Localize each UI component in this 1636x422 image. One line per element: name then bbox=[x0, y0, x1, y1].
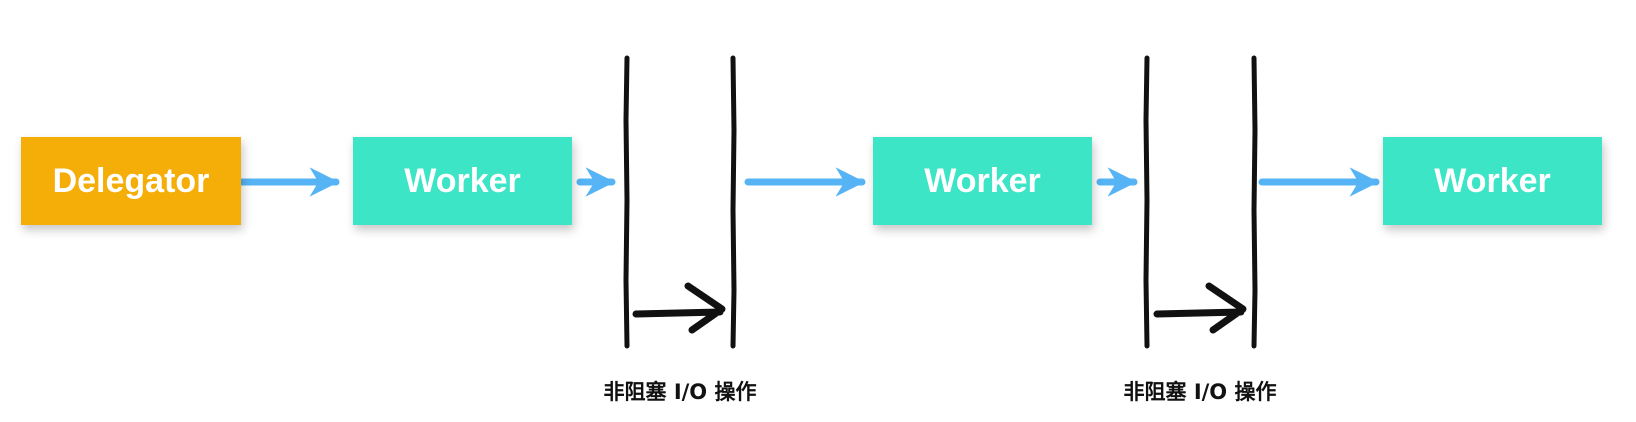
io-block-1-arrow-icon bbox=[632, 282, 726, 334]
worker-label: Worker bbox=[924, 161, 1041, 200]
io-block-2 bbox=[1143, 55, 1258, 349]
worker-label: Worker bbox=[1434, 161, 1551, 200]
delegator-label: Delegator bbox=[52, 161, 210, 200]
io-block-1-caption: 非阻塞 I/O 操作 bbox=[603, 380, 757, 404]
io-block-2-right-wall bbox=[1251, 55, 1258, 349]
io-block-1-left-wall bbox=[623, 55, 630, 349]
io-block-2-left-wall bbox=[1143, 55, 1150, 349]
io-block-1-right-wall bbox=[730, 55, 737, 349]
io-block-1 bbox=[623, 55, 737, 349]
io-block-2-arrow-icon bbox=[1153, 282, 1247, 334]
worker-label: Worker bbox=[404, 161, 521, 200]
io-block-2-caption: 非阻塞 I/O 操作 bbox=[1123, 380, 1277, 404]
worker-node-1: Worker bbox=[353, 137, 572, 225]
worker-node-3: Worker bbox=[1383, 137, 1602, 225]
worker-node-2: Worker bbox=[873, 137, 1092, 225]
delegator-node: Delegator bbox=[21, 137, 241, 225]
